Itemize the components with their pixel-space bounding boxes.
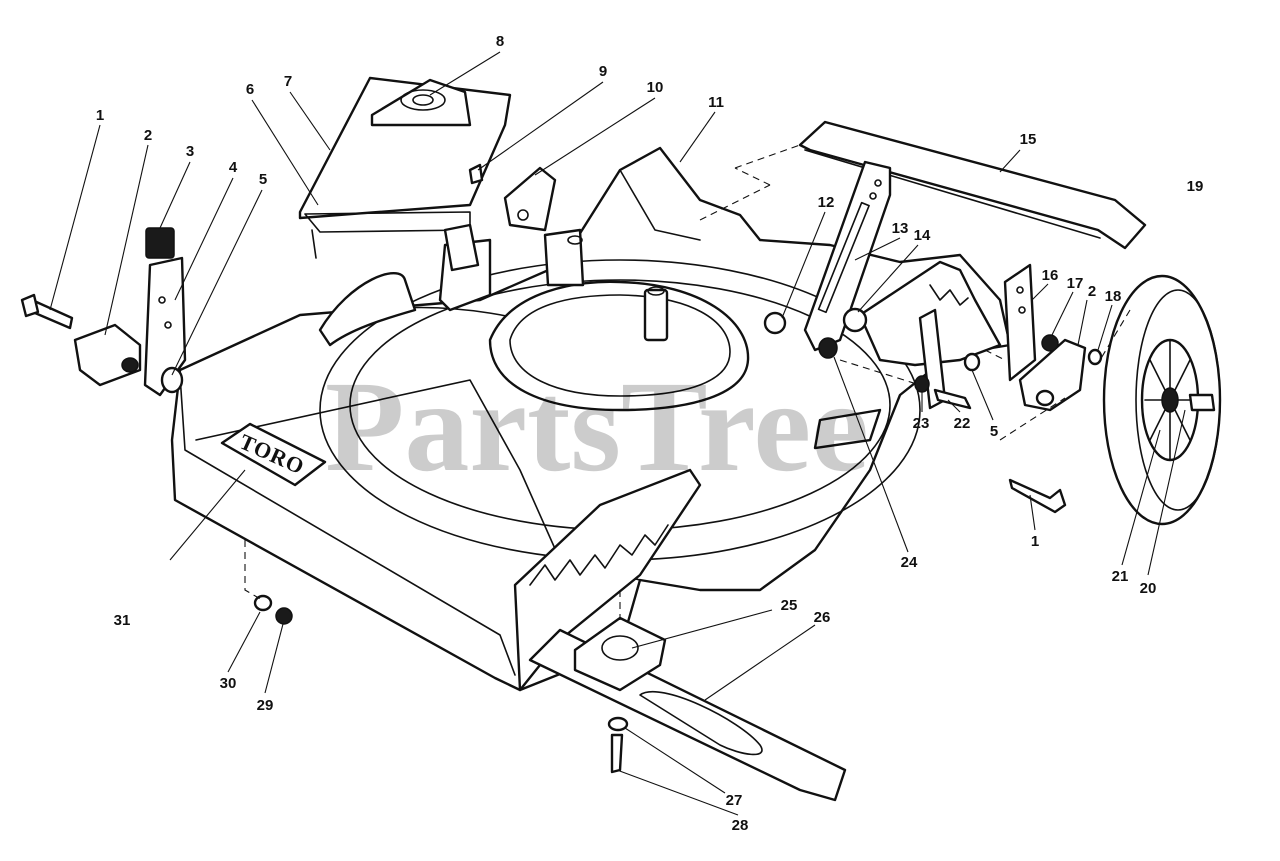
callout-19: 19: [1187, 178, 1204, 195]
callout-20: 20: [1140, 580, 1157, 597]
callout-8: 8: [496, 33, 504, 50]
callout-9: 9: [599, 63, 607, 80]
rear-wheel-bracket: [918, 263, 1103, 412]
callout-1: 1: [96, 107, 104, 124]
callout-2: 2: [144, 127, 152, 144]
callout-31: 31: [114, 612, 131, 629]
blade-assembly: [528, 616, 847, 802]
callout-22: 22: [954, 415, 971, 432]
assembly-lines: [244, 144, 1131, 620]
callout-12: 12: [818, 194, 835, 211]
rear-flap: [798, 120, 1147, 250]
callout-4: 4: [229, 159, 238, 176]
discharge-door: [298, 76, 512, 272]
callout-2b: 2: [1088, 283, 1096, 300]
callout-5: 5: [259, 171, 267, 188]
callout-6: 6: [246, 81, 254, 98]
callout-13: 13: [892, 220, 909, 237]
callout-27: 27: [726, 792, 743, 809]
callout-3: 3: [186, 143, 194, 160]
callout-14: 14: [914, 227, 931, 244]
callout-23: 23: [913, 415, 930, 432]
callout-28: 28: [732, 817, 749, 834]
callout-16: 16: [1042, 267, 1059, 284]
front-height-adjuster: [20, 227, 187, 397]
callout-24: 24: [901, 554, 918, 571]
hardware: [253, 307, 1067, 625]
callout-21: 21: [1112, 568, 1129, 585]
rear-wheel: [1102, 274, 1222, 526]
callout-18: 18: [1105, 288, 1122, 305]
callout-15: 15: [1020, 131, 1037, 148]
callout-5b: 5: [990, 423, 998, 440]
callout-26: 26: [814, 609, 831, 626]
mower-deck-housing: PartsTree TORO: [170, 146, 1012, 692]
callout-29: 29: [257, 697, 274, 714]
door-bracket: [503, 166, 557, 232]
callout-7: 7: [284, 73, 292, 90]
callout-1b: 1: [1031, 533, 1039, 550]
leader-lines: [49, 51, 1186, 816]
callouts: 1 2 3 4 5 6 7 8 9 10 11 12 13 14 15 16 1…: [96, 33, 1204, 834]
callout-25: 25: [781, 597, 798, 614]
callout-17: 17: [1067, 275, 1084, 292]
callout-30: 30: [220, 675, 237, 692]
height-adjust-lever: [803, 160, 892, 352]
watermark-text: PartsTree: [325, 355, 869, 499]
callout-11: 11: [708, 94, 724, 111]
callout-10: 10: [647, 79, 664, 96]
